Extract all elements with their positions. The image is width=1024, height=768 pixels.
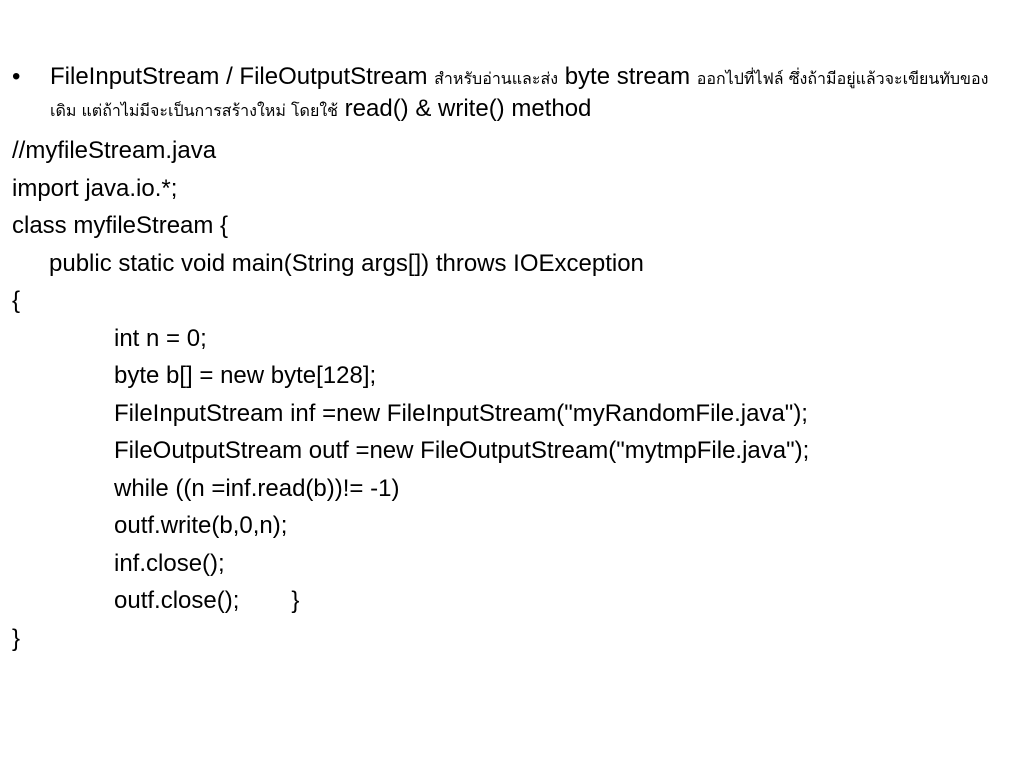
code-line-last: outf.close();} [12,582,1012,620]
code-line: byte b[] = new byte[128]; [114,362,377,389]
bullet-text-methods: read() & write() method [344,95,592,122]
code-open-brace: { [12,287,21,314]
bullet-paragraph: • FileInputStream / FileOutputStream สำห… [12,62,1012,126]
code-line-text: outf.close(); [114,587,240,614]
code-import: import java.io.*; [12,174,178,202]
code-line: int n = 0; [114,324,207,352]
bullet-text-thai-2: ออกไปที่ไฟล์ ซึ่งถ้ามีอยู่แล้วจะเขียนทับ… [50,69,989,120]
code-comment: //myfileStream.java [12,137,217,164]
code-close-brace: } [12,624,21,652]
code-line: FileOutputStream outf =new FileOutputStr… [114,437,810,464]
code-line: FileInputStream inf =new FileInputStream… [114,399,808,427]
bullet-text: FileInputStream / FileOutputStream สำหรั… [50,62,1012,126]
bullet-text-thai-1: สำหรับอ่านและส่ง [434,69,559,88]
code-line: inf.close(); [114,549,225,577]
code-method-declaration: public static void main(String args[]) t… [49,249,644,277]
code-inner-close-brace: } [291,587,300,614]
bullet-dot-icon: • [12,63,21,90]
bullet-text-stream-classes: FileInputStream / FileOutputStream [50,63,428,90]
code-class-declaration: class myfileStream { [12,212,229,239]
bullet-text-byte-stream: byte stream [564,63,691,90]
code-line: while ((n =inf.read(b))!= -1) [114,474,400,502]
code-listing: //myfileStream.java import java.io.*; cl… [12,132,1012,657]
code-line: outf.write(b,0,n); [114,512,288,539]
